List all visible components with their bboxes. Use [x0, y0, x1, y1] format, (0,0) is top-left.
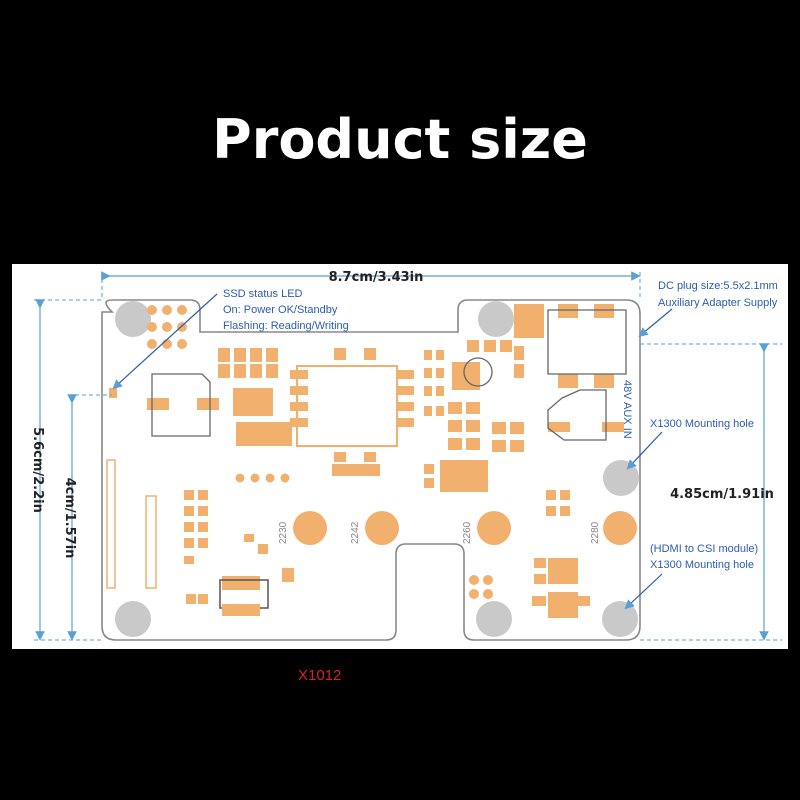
height-right-dimension: 4.85cm/1.91in — [670, 487, 774, 502]
model-label: X1012 — [298, 667, 342, 684]
ssd-size-2260: 2260 — [462, 521, 473, 544]
ssd-size-2230: 2230 — [278, 521, 289, 544]
aux-in-label: 48V AUX IN — [621, 380, 633, 439]
leader-lines — [112, 293, 673, 610]
dc-plug-annotation: DC plug size:5.5x2.1mm — [658, 280, 778, 292]
aux-supply-annotation: Auxiliary Adapter Supply — [658, 297, 778, 309]
dimension-diagram-panel: 8.7cm/3.43in 5.6cm/2.2in 4cm/1.57in 4.85… — [12, 264, 788, 649]
component-outlines — [151, 309, 627, 441]
mount-hole-annotation-2: X1300 Mounting hole — [650, 559, 754, 571]
dimension-lines — [34, 272, 782, 641]
pcb-diagram: 8.7cm/3.43in 5.6cm/2.2in 4cm/1.57in 4.85… — [30, 270, 782, 641]
dimension-arrows — [35, 271, 769, 641]
mount-hole-annotation-1: X1300 Mounting hole — [650, 418, 754, 430]
ssd-size-2242: 2242 — [350, 521, 361, 544]
width-dimension: 8.7cm/3.43in — [329, 270, 424, 285]
hdmi-module-annotation: (HDMI to CSI module) — [650, 543, 758, 555]
pcb-components — [106, 304, 637, 618]
height-total-dimension: 5.6cm/2.2in — [30, 427, 45, 513]
ssd-size-2280: 2280 — [590, 521, 601, 544]
led-annotation-title: SSD status LED — [223, 288, 303, 300]
height-inner-dimension: 4cm/1.57in — [62, 478, 77, 559]
mounting-holes — [115, 301, 639, 637]
led-annotation-flash: Flashing: Reading/Writing — [223, 320, 349, 332]
page-title: Product size — [212, 108, 588, 171]
led-annotation-on: On: Power OK/Standby — [223, 304, 338, 316]
